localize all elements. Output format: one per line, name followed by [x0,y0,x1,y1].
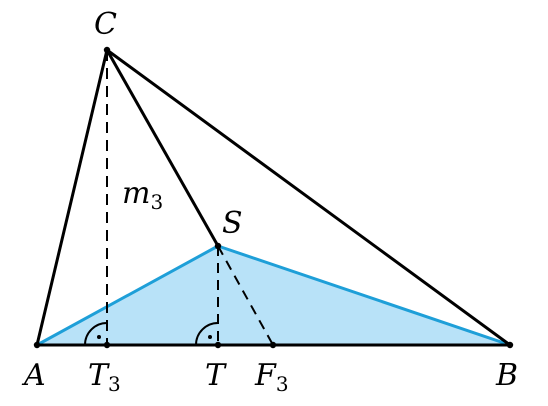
label-m3-sub: 3 [150,190,163,214]
label-a: A [21,358,46,393]
label-t3: T3 [88,358,121,396]
label-c: C [94,7,117,42]
point-t3 [103,341,111,349]
point-t [214,341,222,349]
point-c [103,46,111,54]
label-m3-main: m [122,176,150,211]
label-t3-main: T [88,358,110,393]
point-a [33,341,41,349]
label-f3-sub: 3 [276,372,289,396]
label-b: B [495,358,518,393]
label-s: S [222,206,243,241]
point-s [214,242,222,250]
median-s-f3 [217,245,274,346]
triangle-asb-fill [37,246,510,345]
label-m3: m3 [122,176,163,214]
right-angle-mark-t [195,322,219,346]
median-c-s [105,49,220,247]
right-angle-mark-t3 [84,322,108,346]
label-t: T [205,358,227,393]
label-f3-main: F [254,358,277,393]
point-f3 [269,341,277,349]
label-f3: F3 [254,358,289,396]
label-t3-sub: 3 [108,372,121,396]
point-b [506,341,514,349]
right-angle-dot-t [208,335,212,339]
right-angle-dot-t3 [97,335,101,339]
